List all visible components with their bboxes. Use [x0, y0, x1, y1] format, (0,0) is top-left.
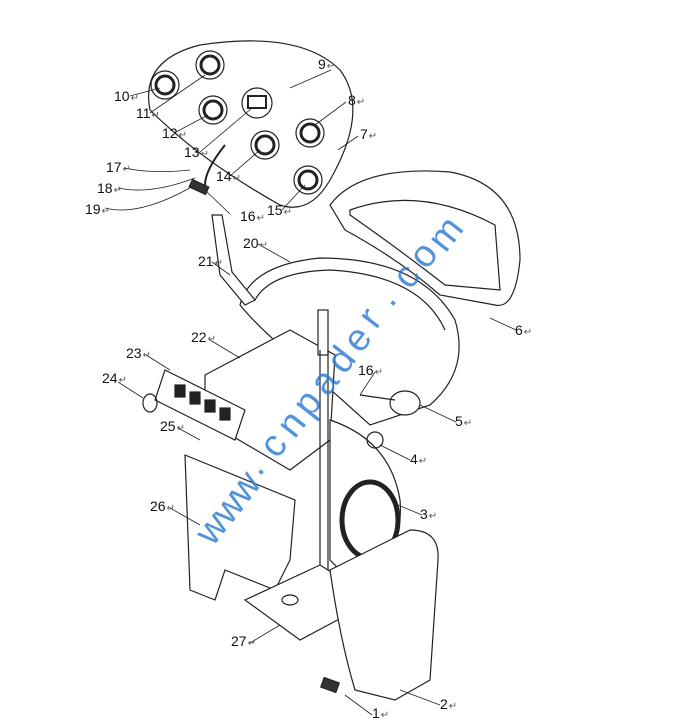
callout-label-27: 27↵: [231, 634, 256, 651]
callout-number: 11: [136, 105, 151, 121]
paragraph-mark: ↵: [166, 503, 175, 514]
paragraph-mark: ↵: [418, 456, 428, 467]
callout-number: 25: [160, 418, 176, 434]
paragraph-mark: ↵: [428, 511, 438, 522]
paragraph-mark: ↵: [207, 334, 216, 345]
paragraph-mark: ↵: [374, 367, 383, 378]
callout-label-18: 18↵: [97, 181, 122, 198]
callout-label-21: 21↵: [198, 254, 223, 271]
callout-number: 13: [184, 144, 200, 160]
callout-number: 3: [420, 506, 428, 522]
callout-label-8: 8↵: [348, 93, 365, 110]
callout-number: 14: [216, 168, 232, 184]
callout-label-19: 19↵: [85, 202, 110, 219]
callout-label-16: 16↵: [240, 209, 265, 226]
callout-number: 24: [102, 370, 118, 386]
paragraph-mark: ↵: [113, 185, 122, 196]
paragraph-mark: ↵: [356, 97, 366, 108]
callout-number: 26: [150, 498, 166, 514]
callout-label-3: 3↵: [420, 507, 437, 524]
callout-number: 15: [267, 202, 283, 218]
paragraph-mark: ↵: [200, 149, 209, 160]
callout-label-12: 12↵: [162, 126, 187, 143]
paragraph-mark: ↵: [326, 61, 336, 72]
callout-number: 23: [126, 345, 142, 361]
paragraph-mark: ↵: [368, 131, 378, 142]
callout-label-15: 15↵: [267, 203, 292, 220]
callout-number: 1: [372, 705, 380, 721]
lower-cover: [329, 529, 439, 701]
paragraph-mark: ↵: [463, 418, 473, 429]
callout-number: 12: [162, 125, 178, 141]
callout-label-25: 25↵: [160, 419, 185, 436]
callout-number: 5: [455, 413, 463, 429]
callout-label-7: 7↵: [360, 127, 377, 144]
paragraph-mark: ↵: [101, 206, 110, 217]
callout-number: 8: [348, 92, 356, 108]
callout-label-17: 17↵: [106, 160, 131, 177]
callout-label-4: 4↵: [410, 452, 427, 469]
callout-number: 20: [243, 235, 259, 251]
paragraph-mark: ↵: [151, 110, 160, 121]
callout-label-9: 9↵: [318, 57, 335, 74]
callout-number: 27: [231, 633, 247, 649]
paragraph-mark: ↵: [283, 207, 292, 218]
callout-number: 6: [515, 322, 523, 338]
paragraph-mark: ↵: [178, 130, 187, 141]
callout-number: 19: [85, 201, 101, 217]
paragraph-mark: ↵: [130, 93, 139, 104]
callout-number: 16: [358, 362, 374, 378]
paragraph-mark: ↵: [176, 423, 185, 434]
callout-label-10: 10↵: [114, 89, 139, 106]
callout-number: 7: [360, 126, 368, 142]
callout-label-5: 5↵: [455, 414, 472, 431]
paragraph-mark: ↵: [256, 213, 265, 224]
callout-label-26: 26↵: [150, 499, 175, 516]
gauge-group: [150, 50, 325, 195]
plug-24: [142, 393, 158, 413]
callout-label-14: 14↵: [216, 169, 241, 186]
callout-number: 17: [106, 159, 122, 175]
callout-label-2: 2↵: [440, 697, 457, 714]
callout-number: 21: [198, 253, 214, 269]
callout-label-23: 23↵: [126, 346, 151, 363]
callout-label-1: 1↵: [372, 706, 389, 723]
callout-number: 18: [97, 180, 113, 196]
paragraph-mark: ↵: [142, 350, 151, 361]
hood-cover: [329, 170, 521, 307]
callout-number: 22: [191, 329, 207, 345]
callout-label-20: 20↵: [243, 236, 268, 253]
paragraph-mark: ↵: [122, 164, 131, 175]
callout-label-24: 24↵: [102, 371, 127, 388]
switch-panel: [154, 369, 246, 441]
callout-number: 2: [440, 696, 448, 712]
paragraph-mark: ↵: [232, 173, 241, 184]
callout-label-22: 22↵: [191, 330, 216, 347]
callout-number: 9: [318, 56, 326, 72]
callout-label-13: 13↵: [184, 145, 209, 162]
callout-label-11: 11↵: [136, 106, 160, 123]
paragraph-mark: ↵: [247, 638, 256, 649]
paragraph-mark: ↵: [259, 240, 268, 251]
paragraph-mark: ↵: [118, 375, 127, 386]
callout-label-16: 16↵: [358, 363, 383, 380]
callout-number: 16: [240, 208, 256, 224]
paragraph-mark: ↵: [448, 701, 458, 712]
callout-number: 4: [410, 451, 418, 467]
paragraph-mark: ↵: [523, 327, 533, 338]
paragraph-mark: ↵: [214, 258, 223, 269]
callout-number: 10: [114, 88, 130, 104]
lower-housing: [184, 454, 296, 601]
callout-label-6: 6↵: [515, 323, 532, 340]
paragraph-mark: ↵: [380, 710, 390, 721]
